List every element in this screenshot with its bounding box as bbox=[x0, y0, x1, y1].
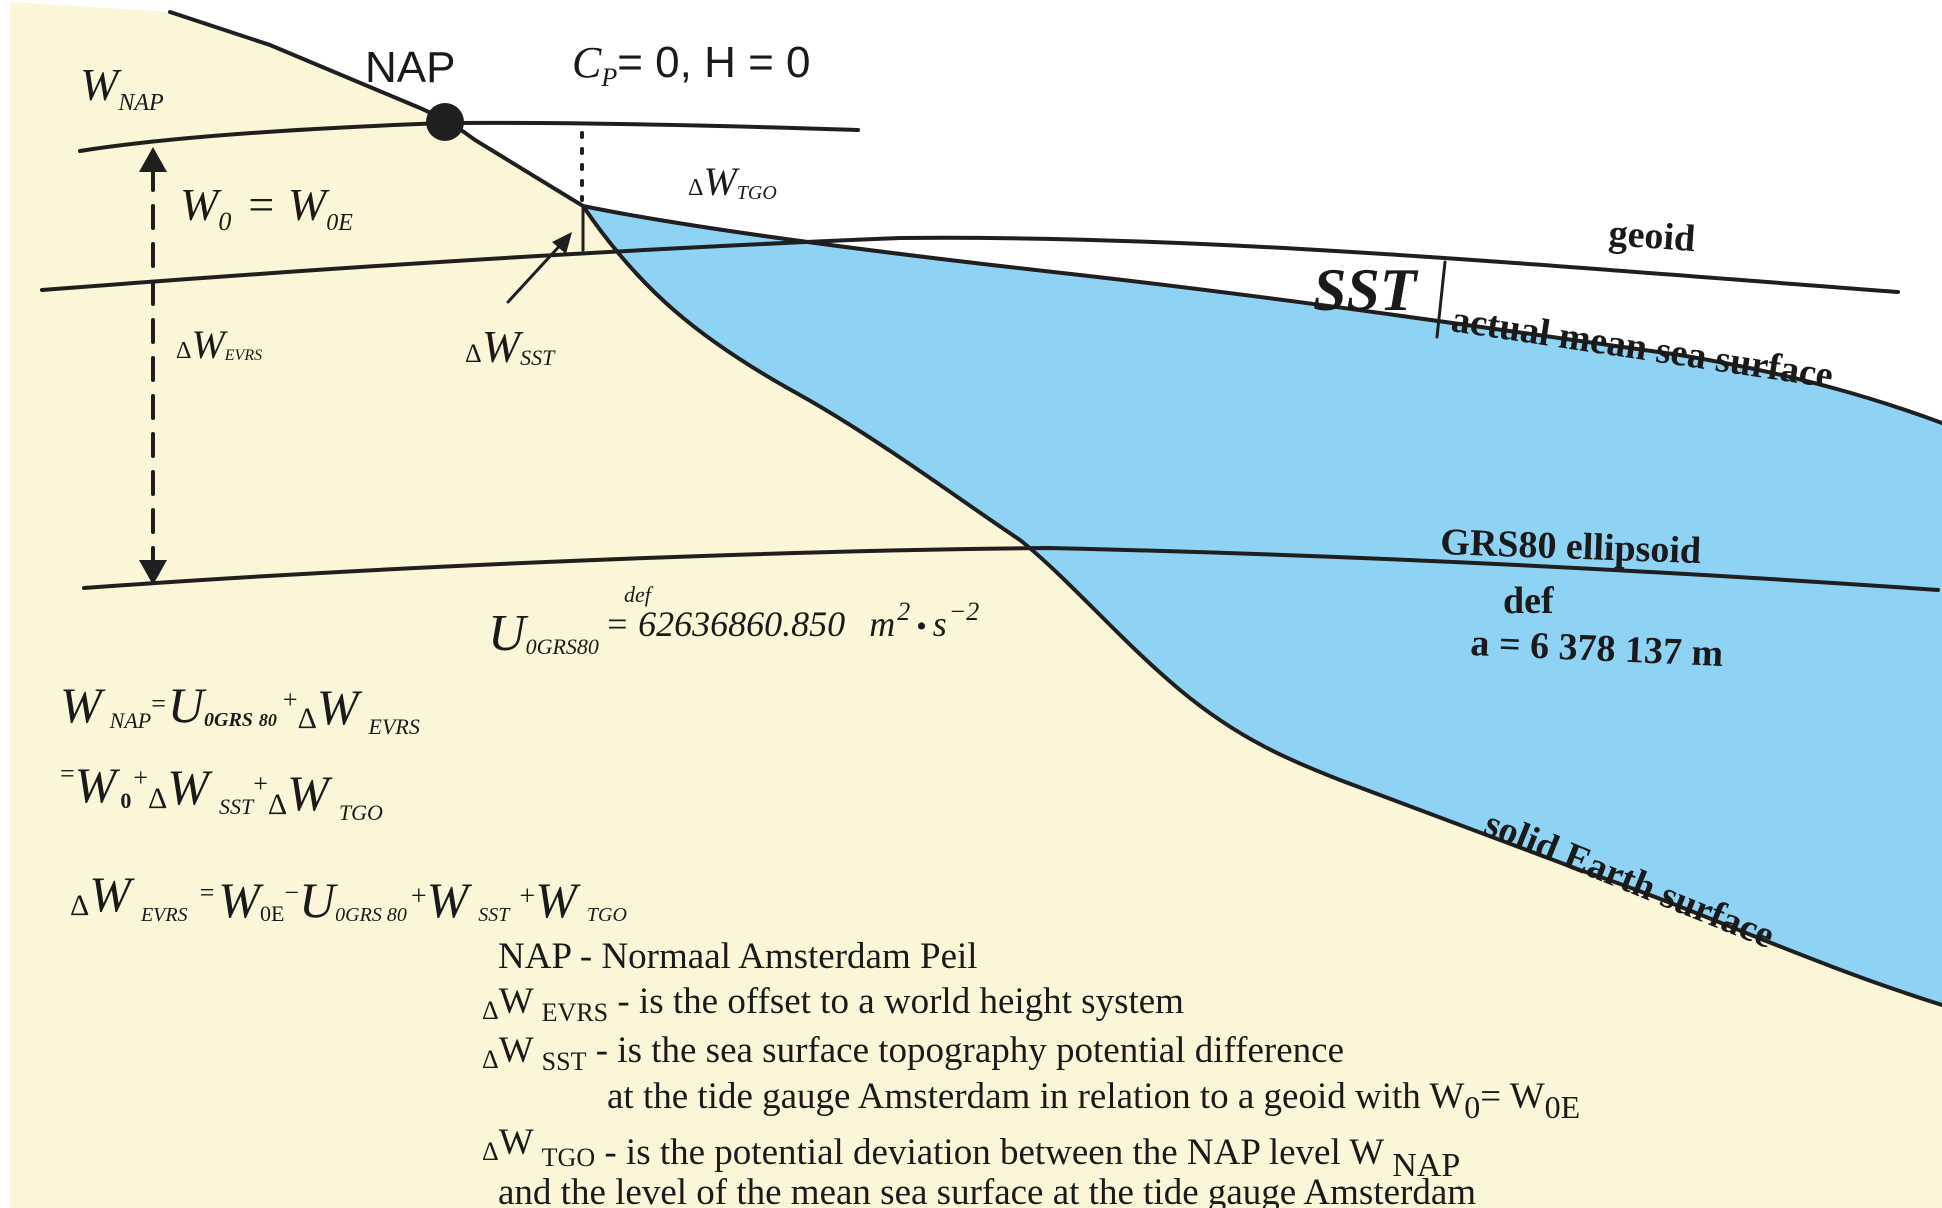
land-region bbox=[10, 2, 1942, 1208]
actual-mean-sea-surface-line bbox=[581, 204, 1942, 425]
sst-pointer-arrow-shaft bbox=[506, 238, 567, 304]
sst-scale-tick bbox=[1435, 260, 1447, 339]
grs80-ellipsoid-line bbox=[82, 545, 1940, 592]
evrs-arrow-head-down bbox=[139, 560, 167, 585]
grs80-ellipsoid-label: GRS80 ellipsoid bbox=[1440, 521, 1702, 572]
legend-nap: NAP - Normaal Amsterdam Peil bbox=[498, 936, 978, 977]
sea-region bbox=[583, 206, 1942, 1005]
evrs-arrow-head-up bbox=[139, 147, 167, 172]
nap-label: NAP bbox=[365, 43, 455, 92]
w-nap-label: WNAP bbox=[80, 59, 164, 116]
legend-tgo-continuation: and the level of the mean sea surface at… bbox=[498, 1172, 1476, 1208]
def-superscript: def bbox=[624, 582, 654, 607]
sst-pointer-arrow-head bbox=[552, 232, 572, 254]
delta-w-sst-label: ΔWSST bbox=[465, 321, 556, 372]
legend-sst-continuation: at the tide gauge Amsterdam in relation … bbox=[607, 1076, 1580, 1125]
sst-label: SST bbox=[1313, 257, 1419, 323]
delta-w-tgo-label: ΔWTGO bbox=[688, 159, 777, 204]
w0-equals-w0e-label: W0= W0E bbox=[180, 179, 353, 236]
nap-benchmark-point bbox=[426, 103, 464, 141]
geoid-label: geoid bbox=[1607, 212, 1696, 260]
delta-w-evrs-label: ΔWEVRS bbox=[176, 322, 262, 367]
geoid-line bbox=[40, 235, 1900, 294]
def-label: def bbox=[1503, 580, 1555, 622]
cp-label: CP= 0, H = 0 bbox=[572, 38, 810, 92]
solid-earth-surface-line bbox=[581, 204, 1942, 1007]
